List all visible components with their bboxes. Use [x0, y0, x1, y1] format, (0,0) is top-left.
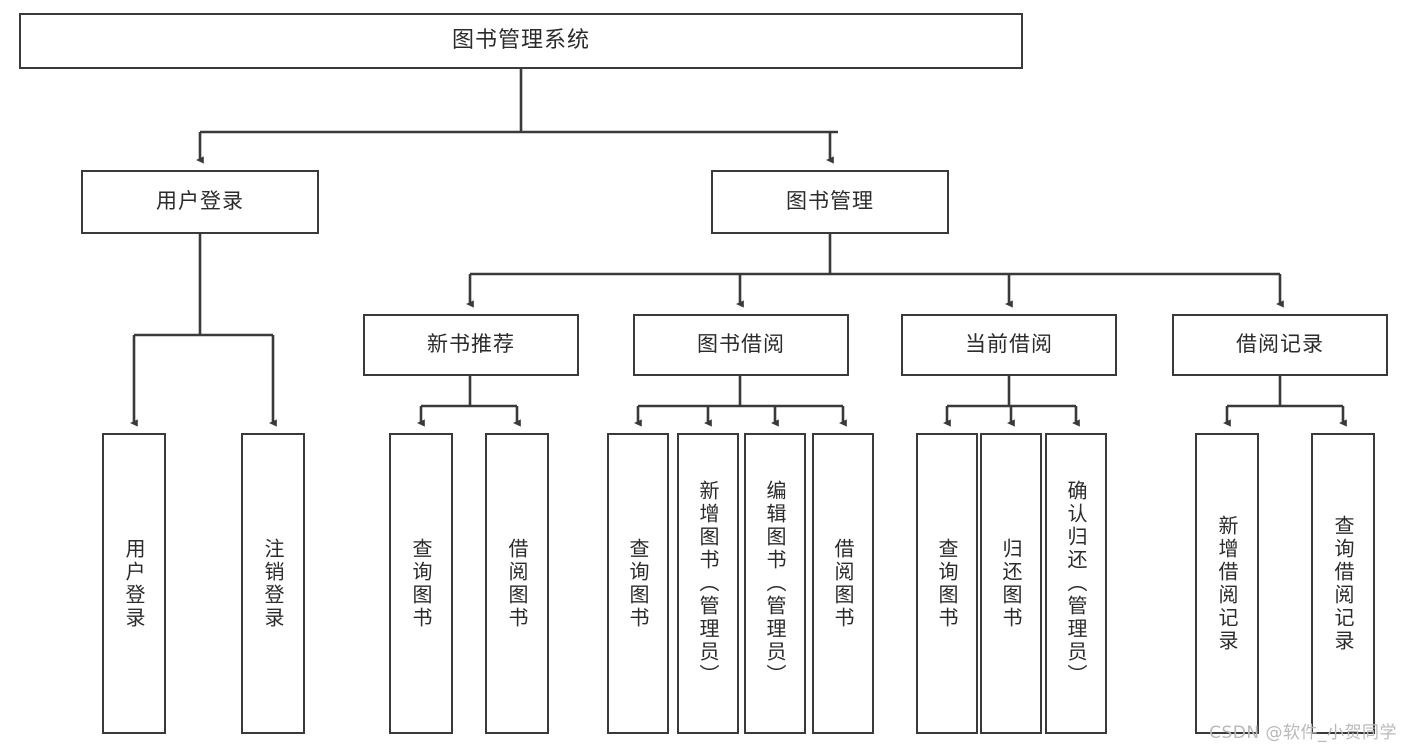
node-root-label: 图书管理系统	[451, 27, 590, 53]
leaf-query-record[interactable]: 查询借阅记录	[1311, 433, 1375, 734]
node-root[interactable]: 图书管理系统	[19, 13, 1023, 69]
node-new-book-rec[interactable]: 新书推荐	[363, 314, 579, 376]
node-book-borrow[interactable]: 图书借阅	[633, 314, 849, 376]
leaf-edit-book[interactable]: 编辑图书（管理员）	[744, 433, 806, 734]
leaf-confirm-return-label: 确认归还（管理员）	[1064, 480, 1088, 687]
leaf-return-book[interactable]: 归还图书	[980, 433, 1042, 734]
leaf-query-book-3-label: 查询图书	[935, 537, 959, 630]
node-book-borrow-label: 图书借阅	[697, 332, 785, 357]
node-book-manage[interactable]: 图书管理	[711, 170, 949, 234]
node-user-login-label: 用户登录	[156, 189, 244, 214]
leaf-query-book-1[interactable]: 查询图书	[389, 433, 453, 734]
leaf-add-record-label: 新增借阅记录	[1215, 514, 1239, 653]
leaf-query-book-2[interactable]: 查询图书	[607, 433, 669, 734]
node-current-borrow[interactable]: 当前借阅	[901, 314, 1117, 376]
leaf-user-logout[interactable]: 注销登录	[241, 433, 305, 734]
leaf-return-book-label: 归还图书	[999, 537, 1023, 630]
node-book-manage-label: 图书管理	[786, 189, 874, 214]
leaf-query-record-label: 查询借阅记录	[1331, 514, 1355, 653]
node-borrow-record-label: 借阅记录	[1236, 332, 1324, 357]
leaf-user-login-label: 用户登录	[122, 537, 146, 630]
node-borrow-record[interactable]: 借阅记录	[1172, 314, 1388, 376]
node-new-book-rec-label: 新书推荐	[427, 332, 515, 357]
leaf-query-book-1-label: 查询图书	[409, 537, 433, 630]
leaf-add-book-label: 新增图书（管理员）	[696, 480, 720, 687]
watermark: CSDN @软件_小贺同学	[1209, 723, 1397, 743]
leaf-user-login[interactable]: 用户登录	[102, 433, 166, 734]
leaf-add-book[interactable]: 新增图书（管理员）	[677, 433, 739, 734]
leaf-add-record[interactable]: 新增借阅记录	[1195, 433, 1259, 734]
leaf-borrow-book-1-label: 借阅图书	[505, 537, 529, 630]
leaf-confirm-return[interactable]: 确认归还（管理员）	[1045, 433, 1107, 734]
leaf-query-book-2-label: 查询图书	[626, 537, 650, 630]
node-user-login[interactable]: 用户登录	[81, 170, 319, 234]
leaf-edit-book-label: 编辑图书（管理员）	[763, 480, 787, 687]
node-current-borrow-label: 当前借阅	[965, 332, 1053, 357]
leaf-borrow-book-2[interactable]: 借阅图书	[812, 433, 874, 734]
leaf-borrow-book-2-label: 借阅图书	[831, 537, 855, 630]
leaf-borrow-book-1[interactable]: 借阅图书	[485, 433, 549, 734]
leaf-query-book-3[interactable]: 查询图书	[916, 433, 978, 734]
leaf-user-logout-label: 注销登录	[261, 537, 285, 630]
